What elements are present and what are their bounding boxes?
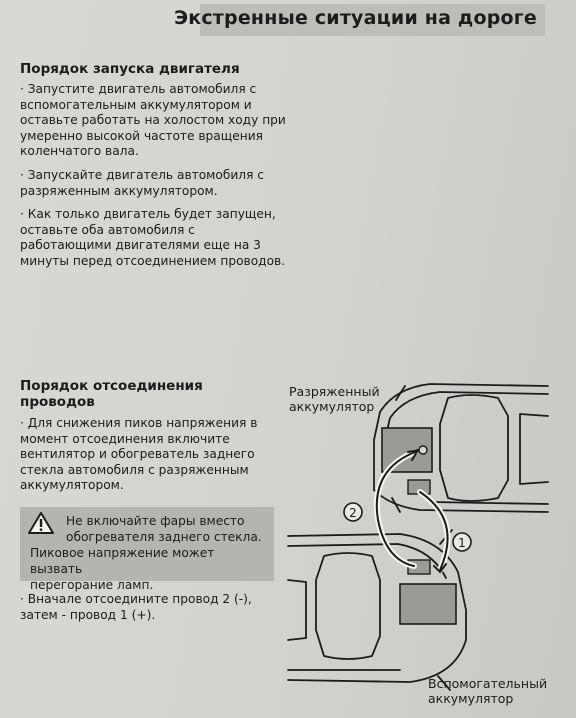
warning-box: Не включайте фары вместо обогревателя за… — [20, 507, 274, 592]
instruction-bullet: · Запустите двигатель автомобиля с вспом… — [20, 82, 286, 158]
warning-line: перегорание ламп. — [30, 578, 154, 592]
warning-text: Не включайте фары вместо обогревателя за… — [30, 513, 270, 593]
cable-arrow-head — [407, 448, 421, 461]
cable-2 — [375, 451, 416, 567]
battery-terminal — [418, 445, 428, 455]
instruction-bullet-final: · Вначале отсоедините провод 2 (-), зате… — [20, 592, 252, 622]
section-title-engine-start: Порядок запуска двигателя — [20, 61, 240, 77]
page-title: Экстренные ситуации на дороге — [174, 7, 537, 29]
auxiliary-battery — [399, 583, 457, 625]
cable-1 — [419, 491, 449, 571]
section-title-disconnect-line2: проводов — [20, 394, 95, 410]
instruction-bullet: · Как только двигатель будет запущен, ос… — [20, 207, 286, 268]
label-discharged-battery: Разряженный аккумулятор — [289, 384, 380, 414]
page-header: Экстренные ситуации на дороге — [174, 4, 545, 36]
warning-line: Пиковое напряжение может вызвать — [30, 546, 215, 576]
warning-triangle-icon — [28, 512, 54, 534]
marker-1: 1 — [458, 536, 466, 550]
warning-line: Не включайте фары вместо — [66, 514, 245, 528]
marker-2-circle — [343, 502, 363, 522]
warning-line: обогревателя заднего стекла. — [66, 530, 262, 544]
marker-1-circle — [452, 532, 472, 552]
instruction-bullet: · Для снижения пиков напряжения в момент… — [20, 416, 258, 492]
section-title-disconnect-line1: Порядок отсоединения — [20, 378, 203, 394]
cable-arrow-head — [433, 563, 447, 574]
car-discharged-outline — [373, 383, 549, 513]
label-auxiliary-battery: Вспомогательный аккумулятор — [428, 676, 548, 706]
car-auxiliary-outline — [287, 529, 467, 691]
instruction-bullet: · Запускайте двигатель автомобиля с разр… — [20, 168, 264, 198]
marker-2: 2 — [349, 506, 357, 520]
